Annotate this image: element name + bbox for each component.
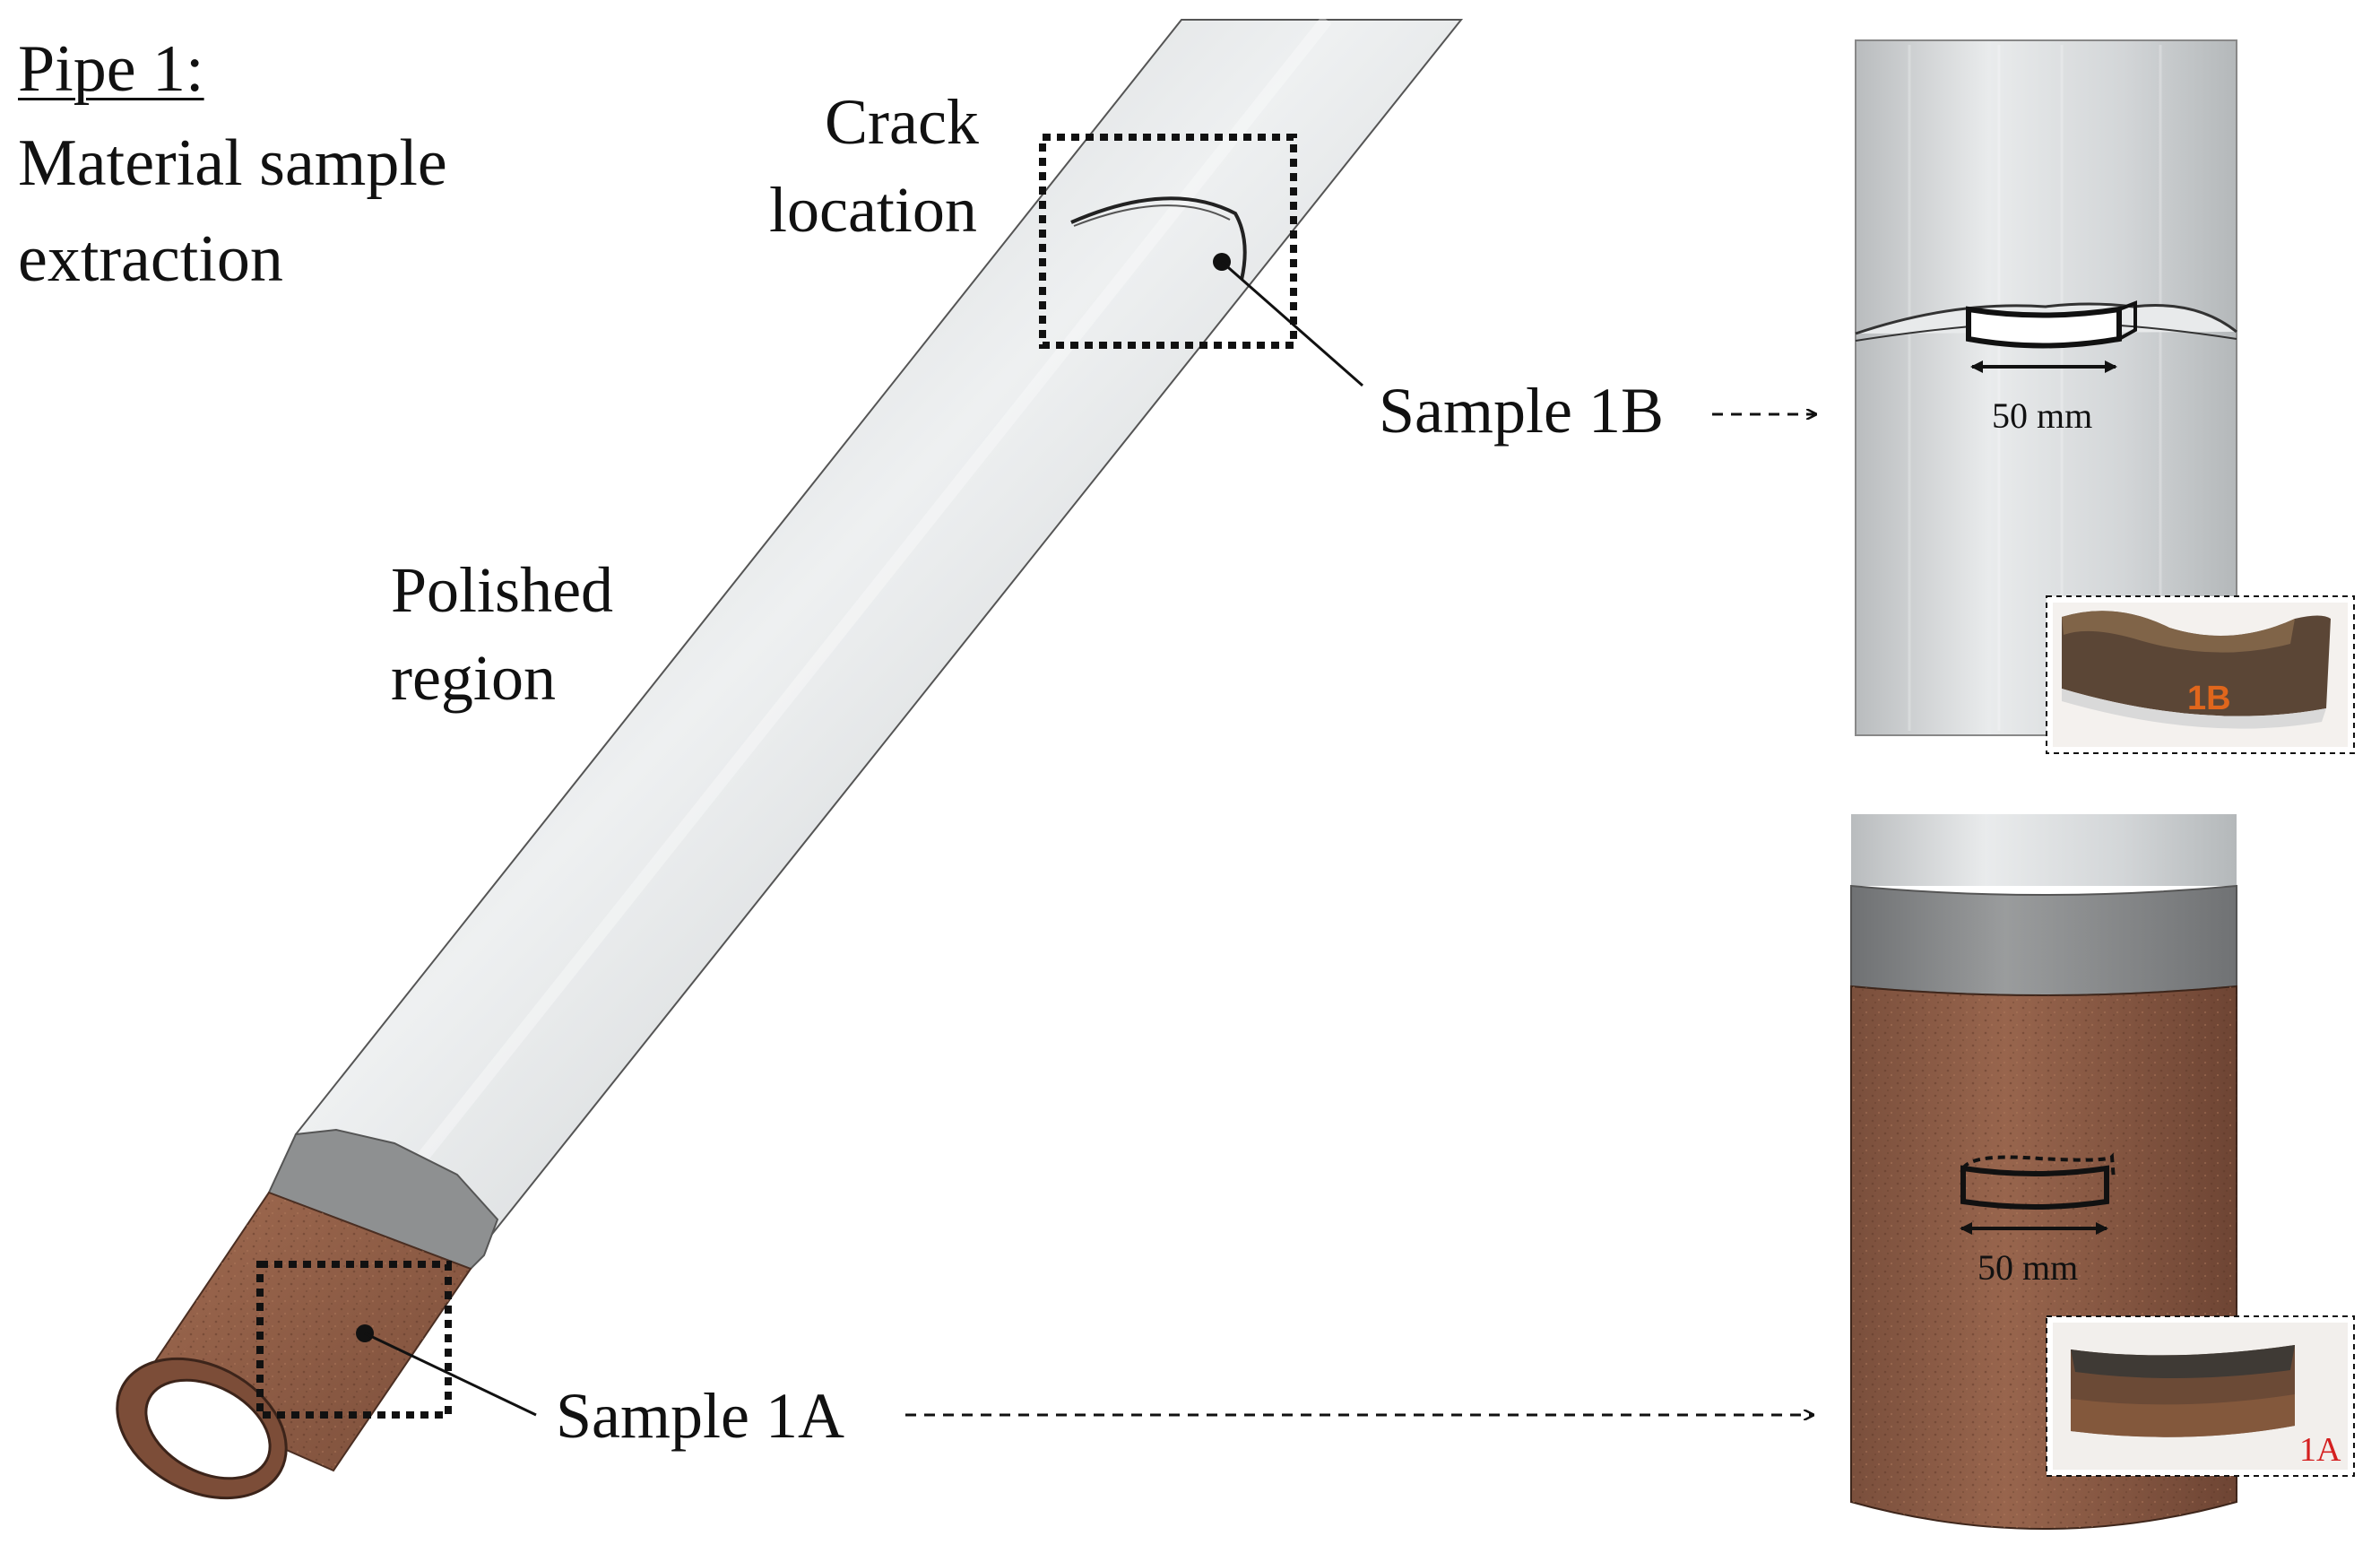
pipe-open-end [116, 1357, 288, 1500]
sample-1b-leader [1221, 260, 1363, 387]
sample-1b-cutout [1966, 306, 2122, 349]
title-line-1: Pipe 1: [18, 32, 204, 106]
sample-1a-label: Sample 1A [556, 1380, 844, 1452]
polished-region-label-line-1: Polished [391, 554, 614, 626]
dimension-label-upper: 50 mm [1992, 395, 2093, 436]
diagonal-pipe [116, 15, 1464, 1500]
crack-location-label-line-1: Crack [825, 86, 979, 158]
polished-region-label-line-2: region [391, 642, 556, 714]
crack-location-label-line-2: location [769, 174, 977, 246]
sample-1b-label: Sample 1B [1379, 375, 1664, 447]
sample-1b-photo [2046, 595, 2355, 754]
sample-1a-leader [364, 1332, 537, 1417]
title-line-2: Material sample [18, 126, 447, 200]
sample-1a-box [256, 1261, 452, 1419]
sample-1a-cutout [1960, 1165, 2109, 1210]
photo-1a-tag: 1A [2299, 1431, 2341, 1469]
dimension-label-lower: 50 mm [1978, 1247, 2079, 1288]
title-line-3: extraction [18, 222, 283, 296]
photo-1b-tag: 1B [2187, 680, 2231, 717]
crack-line [1070, 196, 1247, 281]
sample-1a-photo [2046, 1315, 2355, 1477]
